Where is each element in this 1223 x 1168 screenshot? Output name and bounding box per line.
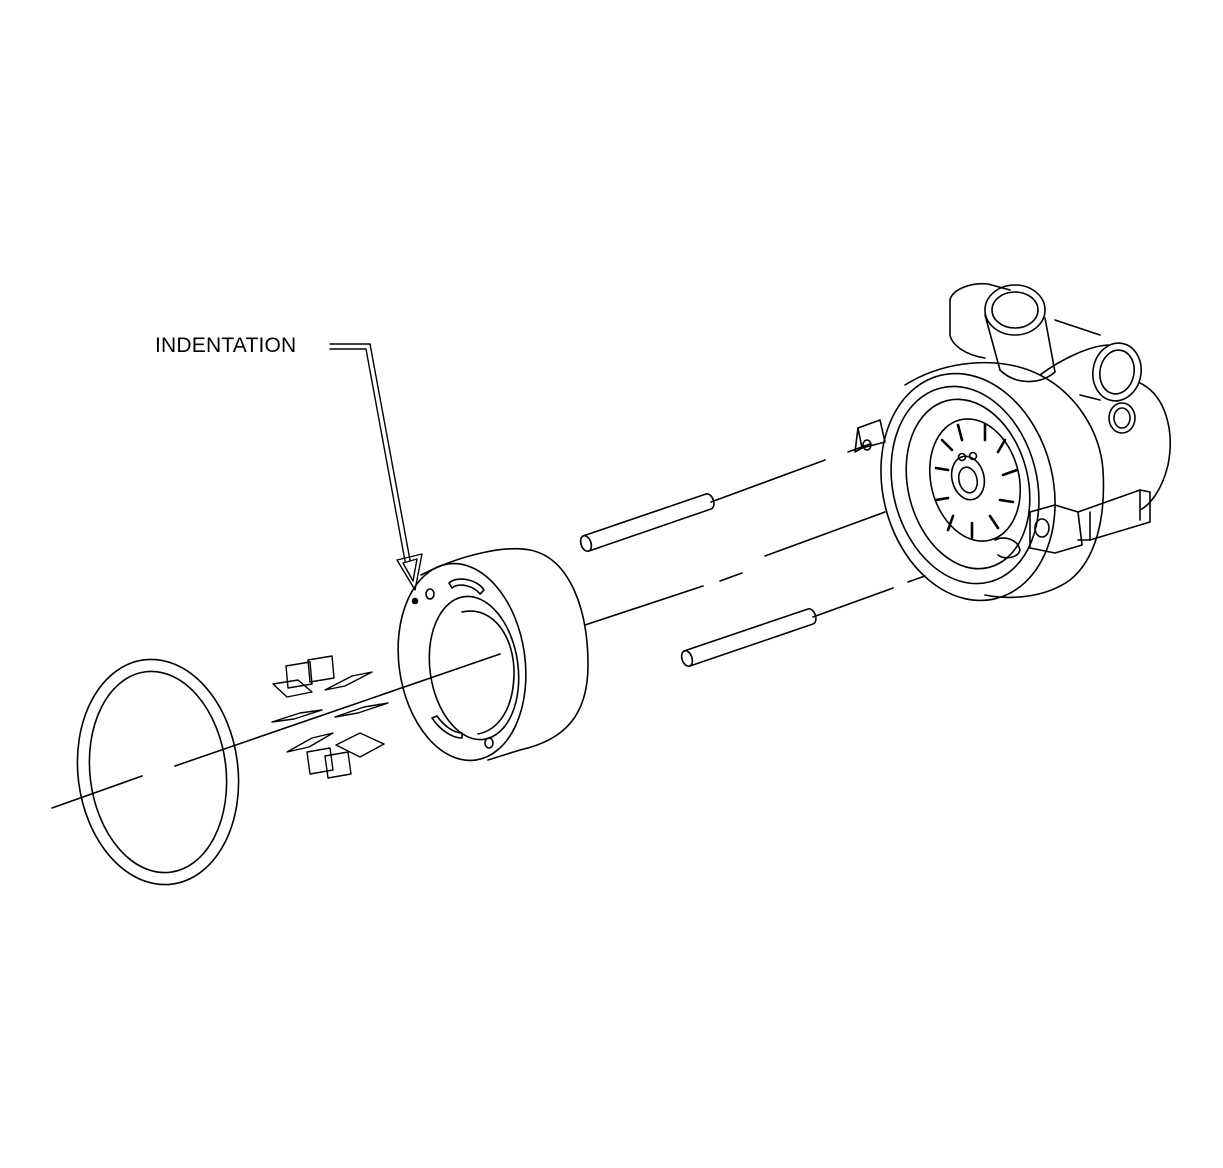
o-ring xyxy=(65,650,251,894)
pump-vanes xyxy=(272,656,388,778)
indentation-mark xyxy=(413,599,418,604)
lower-dowel-pin xyxy=(680,576,925,668)
indentation-label: INDENTATION xyxy=(155,334,297,357)
center-axis xyxy=(52,512,885,808)
upper-dowel-pin xyxy=(579,444,870,553)
indentation-leader xyxy=(330,344,422,590)
pump-housing xyxy=(855,284,1170,619)
cam-ring xyxy=(386,549,588,769)
